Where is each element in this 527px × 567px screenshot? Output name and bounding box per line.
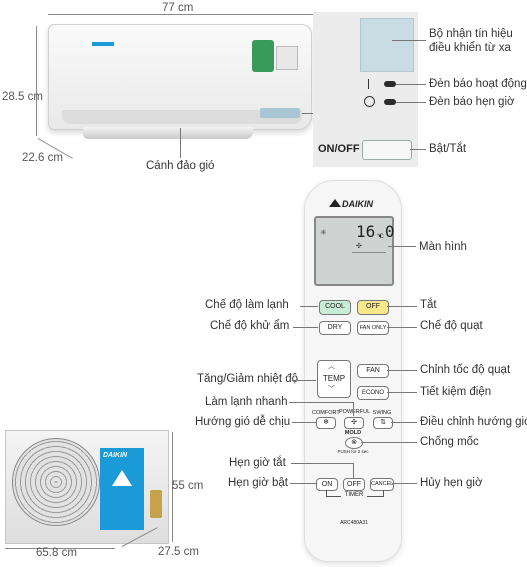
- valve-fittings: [150, 490, 162, 518]
- swing-icon: ⇅: [380, 419, 386, 426]
- timer-off-button[interactable]: OFF: [343, 478, 365, 491]
- energy-label-sticker: [252, 40, 274, 72]
- dry-button[interactable]: DRY: [319, 321, 351, 335]
- indoor-height-label: 28.5 cm: [2, 91, 43, 103]
- outdoor-width-line: [5, 548, 115, 549]
- receiver-window: [360, 18, 414, 72]
- lcd-screen: [314, 216, 394, 286]
- timer-led: [384, 99, 396, 105]
- econo-button[interactable]: ECONO: [357, 386, 389, 400]
- daikin-logo-icon: [329, 199, 341, 207]
- height-dimension-line: [36, 26, 37, 136]
- width-dimension-line: [48, 14, 314, 15]
- lcd-unit: °C: [377, 234, 384, 240]
- outdoor-width-label: 65.8 cm: [36, 547, 77, 559]
- fan-label: Chỉnh tốc độ quạt: [420, 364, 511, 376]
- powerful-text: POWERFUL: [339, 409, 371, 415]
- air-flap: [82, 127, 254, 139]
- econo-label: Tiết kiệm điện: [420, 386, 492, 398]
- snowflake-icon: ✳: [320, 228, 327, 237]
- onoff-label: Bật/Tắt: [429, 143, 467, 155]
- temp-up-icon: ︿: [328, 363, 335, 370]
- swing-text: SWING: [372, 410, 392, 416]
- comfort-button[interactable]: ❄: [316, 417, 336, 429]
- mold-text: MOLD: [344, 430, 362, 436]
- mold-label: Chống mốc: [420, 436, 479, 448]
- swing-label: Điều chỉnh hướng gió: [420, 416, 527, 428]
- cancel-label: Hủy hẹn giờ: [420, 477, 483, 489]
- lcd-temperature: 16.0: [356, 222, 395, 241]
- operation-led-label: Đèn báo hoạt động: [429, 78, 527, 90]
- indoor-receiver-window: [260, 108, 300, 118]
- outdoor-height-line: [172, 432, 173, 542]
- temp-label: TEMP: [322, 374, 346, 383]
- powerful-button[interactable]: ✣: [344, 417, 364, 429]
- outdoor-depth-label: 27.5 cm: [158, 546, 199, 558]
- temp-label-text: Tăng/Giảm nhiệt độ: [197, 373, 299, 385]
- comfort-text: COMFORT: [312, 410, 340, 416]
- remote-brand: DAIKIN: [342, 199, 373, 209]
- remote-model: ARC480A31: [340, 520, 368, 526]
- off-button[interactable]: OFF: [357, 300, 389, 315]
- timer-led-label: Đèn báo hẹn giờ: [429, 96, 515, 108]
- timer-on-label: Hẹn giờ bật: [228, 477, 288, 489]
- daikin-triangle-icon: [112, 470, 132, 486]
- timer-off-label: Hẹn giờ tắt: [229, 457, 286, 469]
- onoff-text: ON/OFF: [318, 143, 360, 155]
- cool-label: Chế độ làm lạnh: [205, 299, 289, 311]
- timer-on-button[interactable]: ON: [316, 478, 338, 491]
- timer-text: TIMER: [341, 492, 367, 499]
- dry-label: Chế độ khử ẩm: [210, 320, 290, 332]
- indoor-unit-bottom: [62, 110, 302, 124]
- swing-button[interactable]: ⇅: [373, 417, 393, 429]
- temp-button[interactable]: TEMP: [317, 360, 351, 398]
- screen-label: Màn hình: [419, 241, 467, 253]
- flap-label: Cánh đảo gió: [146, 160, 215, 172]
- indoor-logo: [92, 42, 114, 46]
- powerful-icon: ✣: [351, 419, 357, 426]
- cool-button[interactable]: COOL: [319, 300, 351, 315]
- fan-only-label: Chế độ quạt: [420, 320, 483, 332]
- receiver-label: Bộ nhận tín hiệu điều khiển từ xa: [429, 28, 513, 54]
- cancel-button[interactable]: CANCEL: [370, 478, 394, 491]
- fan-only-button[interactable]: FAN ONLY: [357, 321, 389, 335]
- fan-button[interactable]: FAN: [357, 364, 389, 378]
- comfort-icon: ❄: [323, 419, 329, 426]
- spec-sticker: [276, 46, 298, 70]
- outdoor-brand: DAIKIN: [103, 452, 128, 459]
- comfort-label: Hướng gió dễ chịu: [195, 416, 291, 428]
- powerful-label: Làm lạnh nhanh: [205, 396, 288, 408]
- outdoor-side-panel: [100, 448, 144, 530]
- clock-icon: [364, 96, 375, 107]
- mold-sub-text: PUSH for 2 sec: [337, 449, 369, 454]
- outdoor-height-label: 55 cm: [172, 480, 204, 492]
- indoor-depth-label: 22.6 cm: [22, 152, 63, 164]
- mold-icon: ⊗: [351, 439, 357, 446]
- operation-led: [384, 81, 396, 87]
- indoor-width-label: 77 cm: [162, 2, 194, 14]
- temp-down-icon: ﹀: [328, 386, 335, 393]
- operation-symbol: [368, 79, 369, 89]
- fan-icon: ✣: [356, 243, 362, 250]
- mold-button[interactable]: ⊗: [345, 437, 363, 449]
- outdoor-fan-grille: [12, 438, 100, 526]
- off-label: Tắt: [420, 299, 437, 311]
- onoff-button[interactable]: [362, 140, 412, 160]
